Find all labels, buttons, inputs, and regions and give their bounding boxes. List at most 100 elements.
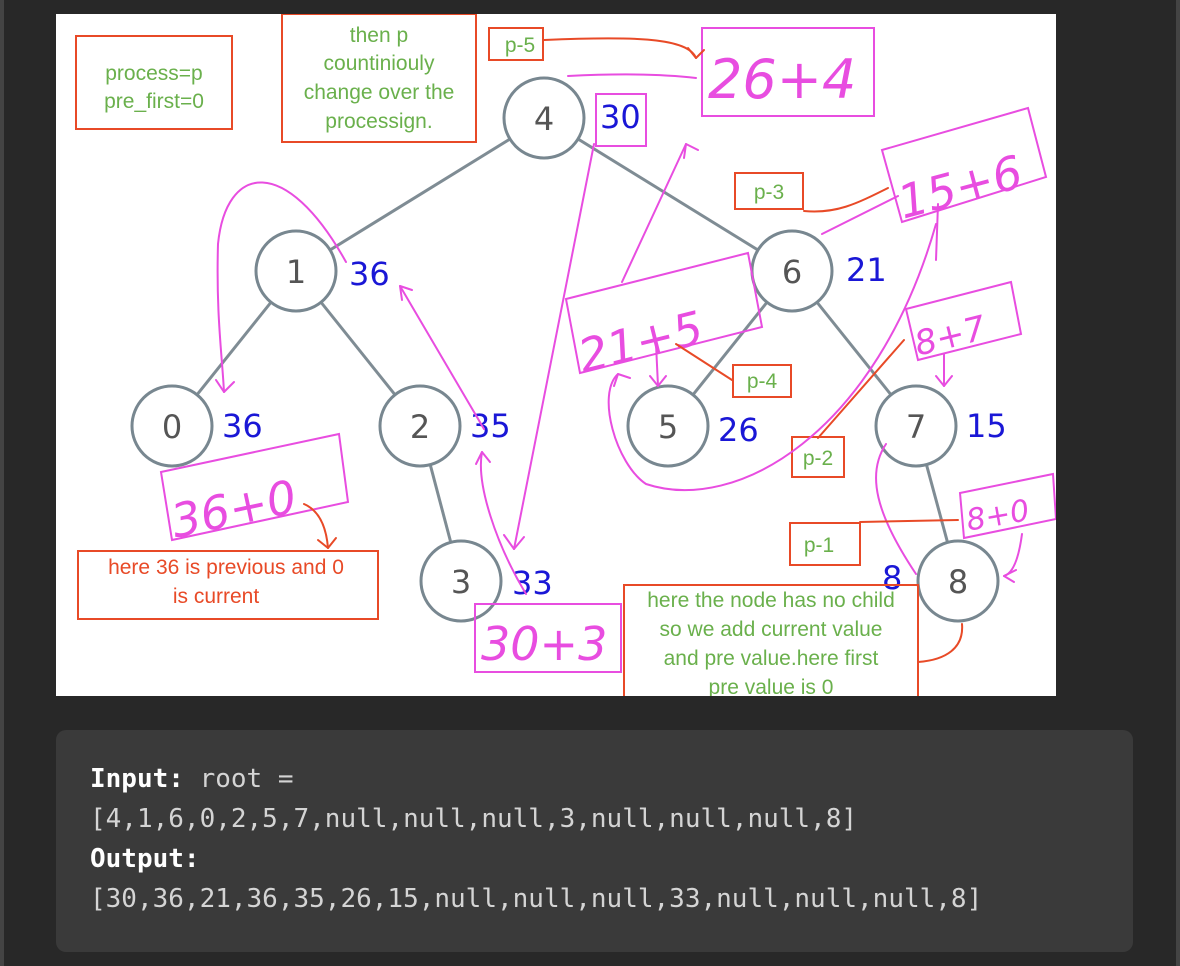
nochild-note-frame	[623, 584, 919, 696]
arrow	[513, 143, 595, 550]
hw-frame-30plus3	[474, 603, 622, 673]
tree-illustration: 4 1 6 0 2	[56, 14, 1056, 696]
output-label: Output:	[90, 844, 200, 874]
node-label: 5	[658, 408, 678, 446]
node-label: 0	[162, 408, 182, 446]
hw-sum: 8+7	[911, 308, 991, 364]
edge-4-6	[543, 116, 793, 273]
edge-4-1	[295, 116, 545, 273]
node-sum: 15	[966, 407, 1007, 445]
hw-sum: 30+3	[481, 617, 607, 671]
hw-frame-8plus0	[958, 472, 1056, 540]
arrowhead	[317, 537, 337, 549]
node-label: 6	[782, 253, 802, 291]
then-p-note-frame	[281, 14, 477, 143]
node-sum: 26	[718, 411, 759, 449]
arrowhead	[399, 285, 413, 301]
node-sum: 33	[512, 564, 553, 602]
magenta-arrows	[215, 73, 1023, 595]
p5-frame	[488, 27, 544, 61]
step-label: p-5	[505, 34, 535, 57]
hw-frame-8plus7	[904, 280, 1023, 362]
tree-node: 1	[254, 229, 338, 313]
note-frames	[75, 14, 919, 696]
node-label: 1	[286, 253, 306, 291]
node-label: 8	[948, 563, 968, 601]
node-label: 7	[906, 408, 926, 446]
input-label: Input:	[90, 764, 184, 794]
right-panel-edge	[1176, 0, 1180, 966]
tree-node: 6	[750, 229, 834, 313]
then-p-note-line: change over the	[304, 81, 455, 104]
process-note-frame	[75, 35, 233, 130]
arrow	[607, 223, 937, 492]
process-note-line: process=p	[105, 62, 202, 85]
arrow	[675, 343, 733, 381]
arrowhead	[215, 379, 235, 393]
output-value: [30,36,21,36,35,26,15,null,null,null,33,…	[90, 884, 983, 914]
arrow	[875, 443, 917, 575]
arrow	[621, 143, 687, 283]
arrow	[821, 195, 899, 235]
tree-node: 0	[130, 384, 214, 468]
arrowhead	[935, 375, 953, 387]
step-label: p-3	[754, 181, 784, 204]
arrow	[216, 181, 347, 393]
hw-sum: 15+6	[892, 145, 1028, 230]
tree-node: 5	[626, 384, 710, 468]
arrowhead	[475, 451, 491, 465]
node-sum: 30	[600, 98, 641, 136]
step-label: p-2	[803, 447, 833, 470]
process-note-line: pre_first=0	[104, 90, 204, 113]
tree-node: 2	[378, 384, 462, 468]
arrowhead	[683, 143, 699, 159]
here36-note-frame	[77, 550, 379, 620]
arrowhead	[649, 375, 667, 387]
arrow	[817, 339, 905, 439]
p1-frame	[789, 522, 861, 566]
tree-node: 3	[419, 539, 503, 623]
red-note-texts: here 36 is previous and 0 is current	[108, 556, 344, 608]
input-line: Input: root =	[90, 764, 294, 794]
hw-frame-21plus5	[564, 251, 764, 375]
arrow	[399, 285, 485, 430]
input-prefix: root =	[199, 764, 294, 794]
arrowhead	[687, 47, 705, 59]
nochild-note-line: and pre value.here first	[664, 647, 879, 670]
node-sum: 21	[846, 251, 887, 289]
step-label: p-4	[747, 370, 778, 393]
arrow	[803, 187, 889, 213]
then-p-note-line: countiniouly	[324, 52, 435, 75]
arrow	[859, 519, 959, 523]
red-arrows	[303, 37, 964, 663]
node-sum: 36	[349, 255, 390, 293]
node-label: 2	[410, 408, 430, 446]
arrowhead	[1003, 569, 1017, 583]
nochild-note-line: so we add current value	[660, 618, 883, 641]
node-sums: 30 36 21 36 35 26 15 33 8	[222, 93, 1007, 602]
node-sum: 35	[470, 407, 511, 445]
tree-nodes: 4 1 6 0 2	[130, 76, 1000, 623]
arrowhead	[503, 534, 525, 550]
arrowhead	[613, 373, 631, 387]
then-p-note-line: then p	[350, 24, 408, 47]
example-block: Input: root = [4,1,6,0,2,5,7,null,null,n…	[56, 730, 1133, 952]
note-texts: process=p pre_first=0 then p countinioul…	[104, 24, 895, 696]
hw-sum: 36+0	[166, 469, 301, 548]
tree-node: 7	[874, 384, 958, 468]
here36-note-line: here 36 is previous and 0	[108, 556, 344, 579]
p4-frame	[732, 364, 792, 398]
arrow	[917, 623, 964, 663]
tree-node: 8	[916, 539, 1000, 623]
hw-frame-36plus0	[159, 432, 350, 542]
then-p-note-line: processign.	[325, 110, 432, 133]
nochild-note-line: here the node has no child	[647, 589, 895, 612]
hw-sum: 8+0	[964, 493, 1032, 538]
p3-frame	[734, 172, 804, 210]
node-label: 4	[534, 100, 554, 138]
arrow	[567, 73, 697, 79]
left-panel-edge	[0, 0, 4, 966]
hw-frame-26plus4	[701, 27, 875, 117]
hw-sum: 26+4	[708, 48, 856, 111]
